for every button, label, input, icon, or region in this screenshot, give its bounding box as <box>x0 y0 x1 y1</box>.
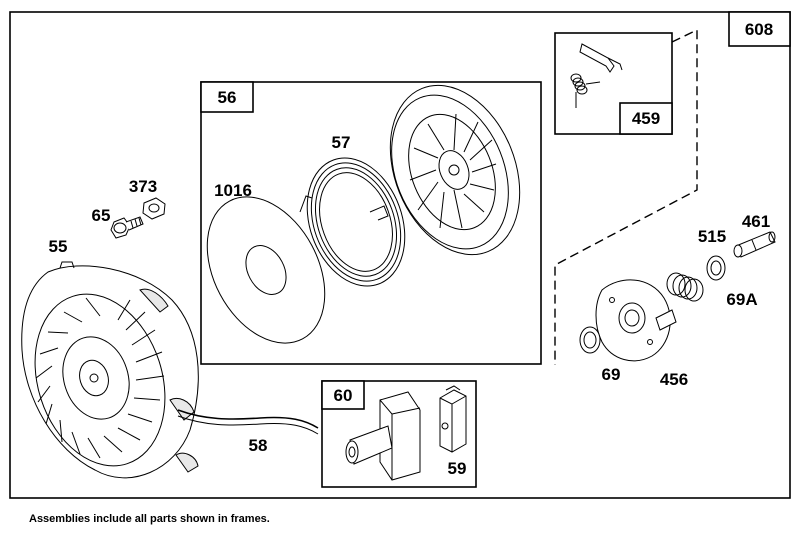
label-part-69: 69 <box>602 365 621 384</box>
part-69A-spring <box>666 272 704 302</box>
label-part-58: 58 <box>249 436 268 455</box>
label-part-1016: 1016 <box>214 181 252 200</box>
main-frame-number: 608 <box>745 20 773 39</box>
footnote: Assemblies include all parts shown in fr… <box>29 513 270 525</box>
part-60-handle <box>345 391 421 481</box>
part-461-pin <box>733 231 776 258</box>
part-58-starter-rope <box>177 409 319 429</box>
label-part-55: 55 <box>49 237 68 256</box>
main-frame <box>9 11 791 499</box>
frame-459: 459 <box>554 32 673 135</box>
part-1016-washer <box>206 196 326 344</box>
frame-56-number: 56 <box>218 88 237 107</box>
part-373-nut <box>142 197 166 220</box>
frame-459-number: 459 <box>632 109 660 128</box>
label-part-65: 65 <box>92 206 111 225</box>
label-part-461: 461 <box>742 212 770 231</box>
pulley <box>389 84 521 256</box>
label-part-57: 57 <box>332 133 351 152</box>
label-part-373: 373 <box>129 177 157 196</box>
label-part-59: 59 <box>448 459 467 478</box>
frame-56: 56 <box>200 81 542 365</box>
part-69-washer <box>579 326 601 354</box>
part-515-washer <box>706 255 726 281</box>
part-59-insert <box>439 385 467 453</box>
frame-60-number: 60 <box>334 386 353 405</box>
frame-60: 60 <box>321 380 477 488</box>
assembly-dash-line <box>554 28 698 365</box>
label-part-515: 515 <box>698 227 726 246</box>
main-frame-tag: 608 <box>728 11 791 47</box>
part-456-retainer <box>595 279 677 362</box>
part-57-spring <box>299 157 406 287</box>
part-65-screw <box>110 216 144 239</box>
label-part-69A: 69A <box>726 290 757 309</box>
label-part-456: 456 <box>660 370 688 389</box>
part-459-pawl-spring <box>570 43 623 108</box>
part-55-starter-housing <box>21 261 199 479</box>
